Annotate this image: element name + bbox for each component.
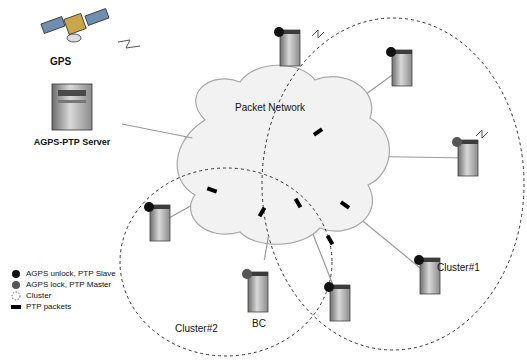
legend: AGPS unlock, PTP SlaveAGPS lock, PTP Mas… [10, 268, 116, 312]
legend-text: Cluster [26, 290, 51, 301]
satellite-icon [38, 8, 118, 54]
legend-swatch [10, 291, 22, 301]
legend-item: AGPS unlock, PTP Slave [10, 268, 116, 279]
legend-swatch [10, 269, 22, 279]
node-label: AGPS-PTP Server [34, 136, 110, 148]
legend-item: PTP packets [10, 301, 116, 312]
server-icon [236, 260, 280, 316]
cluster-region: Cluster#2 BC [120, 168, 332, 356]
server-icon [324, 282, 350, 321]
legend-item: AGPS lock, PTP Master [10, 279, 116, 290]
boundary-clock-node: BC [236, 260, 280, 332]
ptp-packet [313, 127, 323, 136]
legend-text: AGPS lock, PTP Master [26, 279, 111, 290]
network-cloud: Packet Network [175, 62, 390, 250]
ptp-packet [340, 200, 350, 209]
legend-text: AGPS unlock, PTP Slave [26, 268, 116, 279]
cluster-region: Cluster#1 [262, 18, 524, 350]
radio-signal [118, 30, 488, 138]
satellite-node: GPS [38, 8, 118, 70]
network-link [122, 124, 192, 138]
legend-item: Cluster [10, 290, 116, 301]
ptp-packet [326, 235, 334, 246]
server-node: AGPS-PTP Server [22, 78, 122, 150]
ptp-packet [258, 207, 266, 218]
node-label: Cluster#2 [175, 323, 218, 335]
server-icon [22, 78, 122, 134]
legend-swatch [10, 302, 22, 312]
server-icon [414, 255, 440, 294]
server-icon [144, 202, 170, 241]
node-label: BC [252, 318, 266, 330]
node-label: Cluster#1 [437, 262, 480, 274]
server-icon [274, 27, 300, 66]
packet-network-cloud [177, 65, 389, 244]
ptp-packet [294, 198, 302, 209]
node-label: Packet Network [235, 102, 305, 114]
ptp-packet [207, 186, 218, 193]
network-link [264, 236, 268, 260]
server-icon [452, 137, 478, 176]
node-label: GPS [50, 56, 71, 68]
cluster-outline [120, 168, 332, 356]
server-icon [386, 47, 412, 86]
cluster-outline [262, 18, 524, 350]
legend-text: PTP packets [26, 301, 71, 312]
legend-swatch [10, 280, 22, 290]
